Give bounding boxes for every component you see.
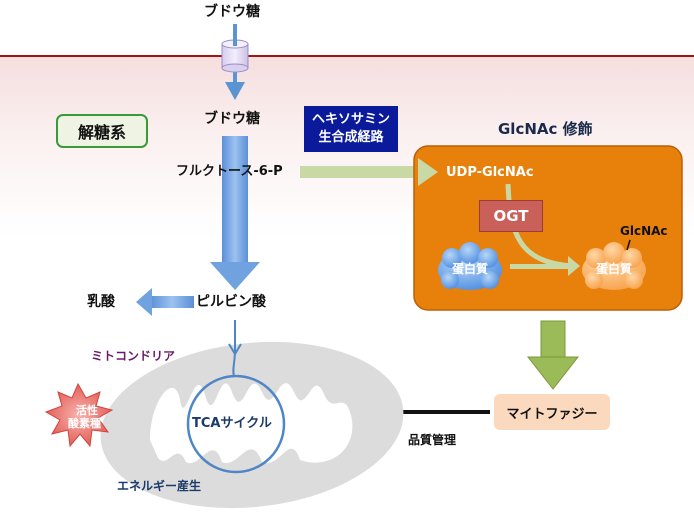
mitophagy-box: マイトファジー — [494, 394, 610, 430]
glucose-inside-label: ブドウ糖 — [204, 111, 260, 127]
glcnac-title: GlcNAc 修飾 — [498, 120, 593, 138]
protein-unmodified-label: 蛋白質 — [452, 262, 489, 276]
cell-membrane — [0, 55, 694, 57]
tca-cycle-circle — [186, 374, 286, 474]
ros-line1: 活性 — [76, 404, 98, 417]
ros-line2: 酸素種 — [68, 417, 101, 430]
ogt-enzyme-box: OGT — [479, 200, 543, 232]
pyruvate-tca-arrowhead — [228, 343, 242, 356]
mitophagy-arrow — [526, 320, 580, 390]
protein-cloud-unmodified — [438, 242, 502, 290]
fructose-label: フルクトース-6-P — [176, 164, 283, 179]
glucose-transporter-icon — [221, 38, 249, 73]
ros-burst-icon — [44, 382, 114, 448]
protein-modified-label: 蛋白質 — [596, 262, 633, 276]
hexosamine-line1: ヘキソサミン — [311, 112, 390, 128]
mitochondria-shape — [100, 341, 404, 509]
lactate-arrow — [136, 288, 194, 316]
energy-production-label: エネルギー産生 — [117, 479, 202, 493]
lactate-label: 乳酸 — [87, 294, 115, 310]
protein-modification-arrow — [510, 264, 570, 269]
udp-glcnac-label: UDP-GlcNAc — [446, 165, 534, 180]
glycolysis-label: 解糖系 — [56, 114, 148, 148]
hexosamine-line2: 生合成経路 — [318, 130, 384, 145]
glycolysis-arrow — [210, 136, 260, 290]
hexosamine-pathway-box: ヘキソサミン 生合成経路 — [304, 106, 398, 152]
pyruvate-label: ピルビン酸 — [196, 294, 266, 310]
ogt-transfer-arrowhead — [568, 256, 580, 276]
mitochondria-label: ミトコンドリア — [91, 349, 176, 363]
tca-cycle-label: TCAサイクル — [192, 416, 272, 431]
glcnac-tag-label: GlcNAc — [620, 224, 668, 238]
glucose-outside-label: ブドウ糖 — [204, 4, 260, 20]
quality-control-label: 品質管理 — [408, 433, 457, 447]
hexosamine-arrow-head — [418, 158, 438, 186]
pyruvate-tca-arrow — [232, 320, 236, 377]
protein-cloud-modified — [582, 239, 646, 290]
